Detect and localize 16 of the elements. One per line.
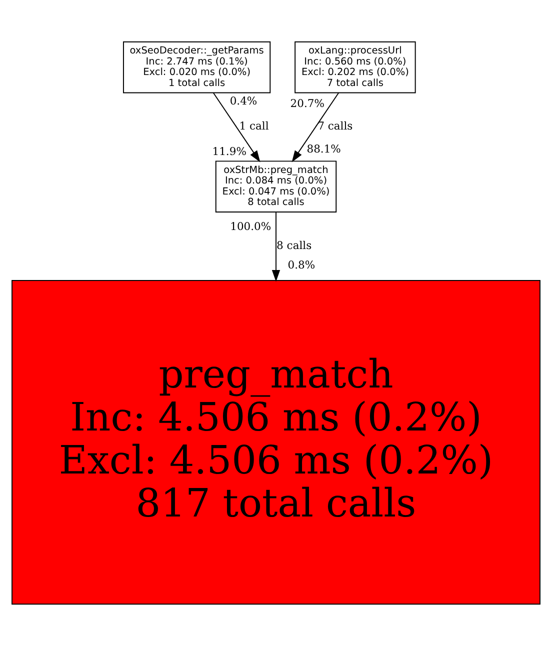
node-box: oxStrMb::preg_match Inc: 0.084 ms (0.0%) Excl: 0.047 ms (0.0%) 8 total calls <box>215 160 337 212</box>
edge-label: 1 call <box>239 119 269 132</box>
label: 100.0% <box>230 219 272 232</box>
node-box: preg_match Inc: 4.506 ms (0.2%) Excl: 4.506 ms (0.2%) 817 total calls <box>12 279 540 604</box>
label: 88.1% <box>306 142 341 155</box>
edge-label: 7 calls <box>318 119 353 132</box>
label: 20.7% <box>290 96 324 110</box>
edge-label: 8 calls <box>276 238 312 252</box>
node-box: oxSeoDecoder::_getParams Inc: 2.747 ms (0.1%) Excl: 0.020 ms (0.0%) 1 total calls <box>123 40 271 93</box>
label: 0.8% <box>288 258 316 271</box>
arrow <box>272 211 280 282</box>
node-box: oxLang::processUrl Inc: 0.560 ms (0.0%) Excl: 0.202 ms (0.0%) 7 total calls <box>294 40 416 93</box>
label: 11.9% <box>212 144 246 158</box>
arrow <box>212 92 260 162</box>
label: 0.4% <box>230 94 258 107</box>
arrow <box>292 92 340 162</box>
